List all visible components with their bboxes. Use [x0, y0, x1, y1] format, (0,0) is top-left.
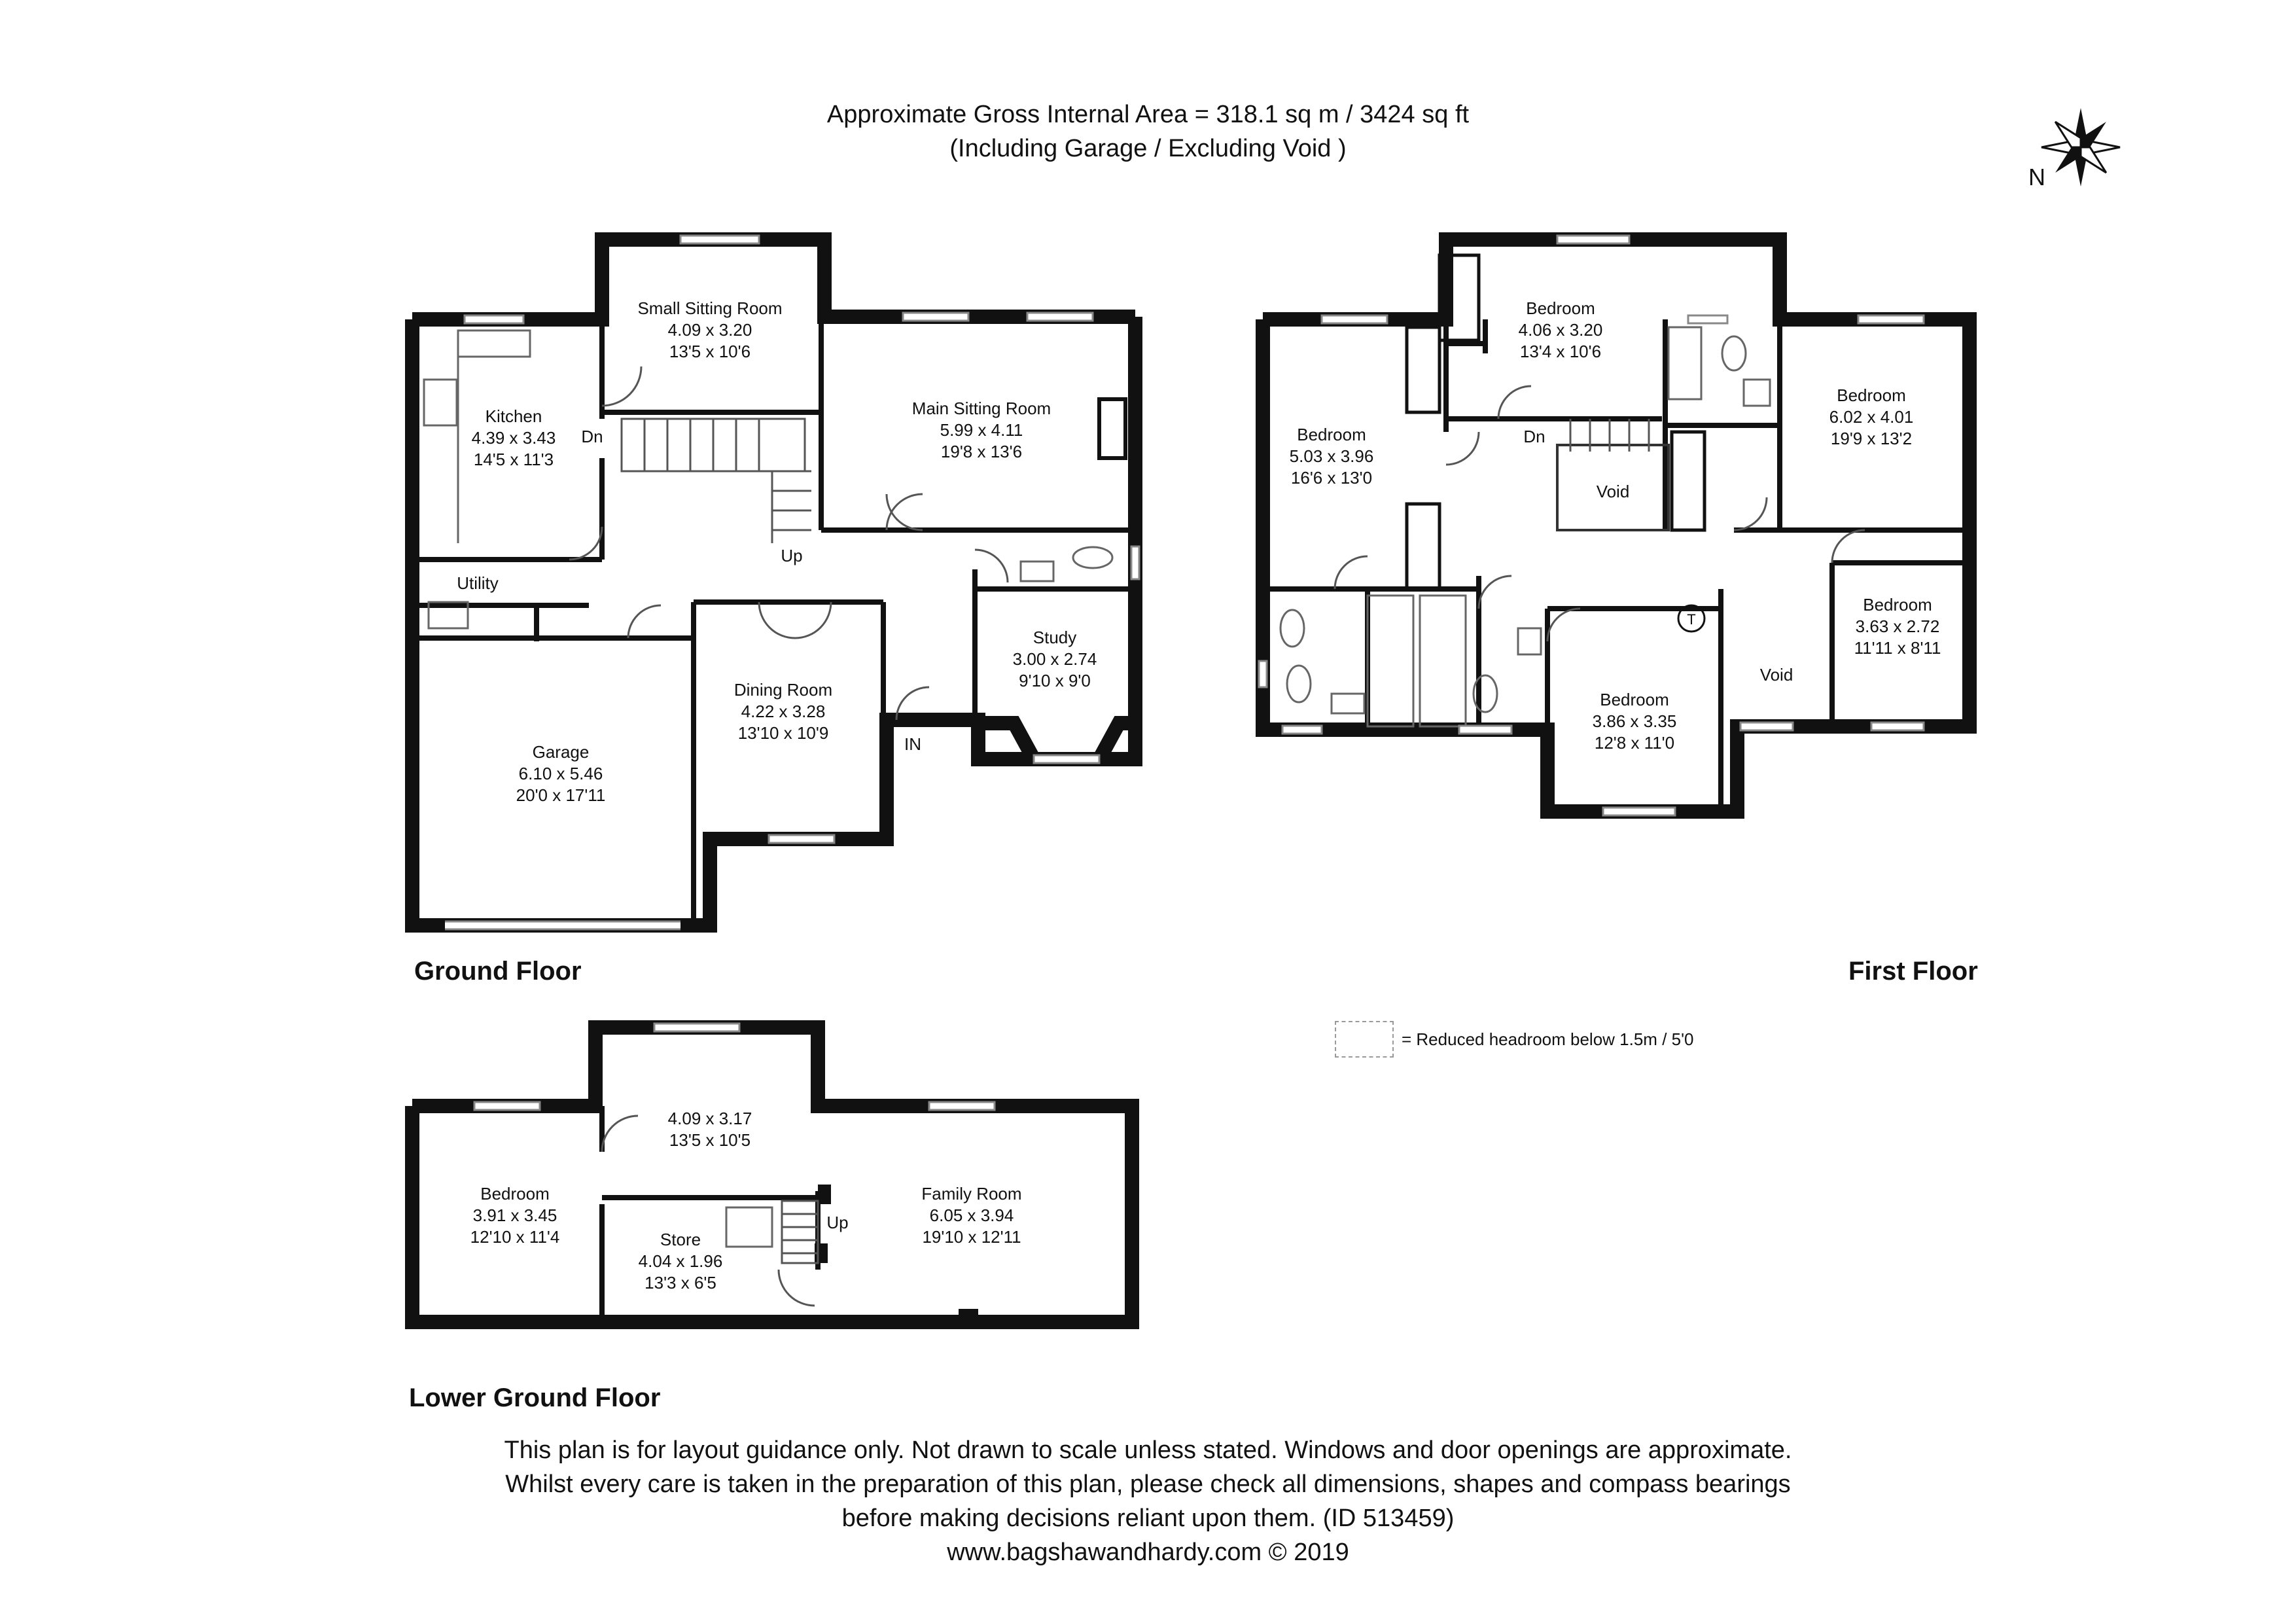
website-copyright: www.bagshawandhardy.com © 2019: [947, 1539, 1349, 1566]
disclaimer-line-2: Whilst every care is taken in the prepar…: [505, 1471, 1791, 1498]
room-name: Main Sitting Room: [912, 399, 1051, 418]
disclaimer: This plan is for layout guidance only. N…: [0, 1433, 2296, 1569]
room-name: Void: [1760, 665, 1793, 685]
stairs-up-marker: Up: [826, 1213, 848, 1232]
legend: = Reduced headroom below 1.5m / 5'0: [1335, 1021, 1694, 1058]
gross-area-title: Approximate Gross Internal Area = 318.1 …: [826, 101, 1470, 128]
room-metric: 6.02 x 4.01: [1829, 407, 1914, 427]
room-metric: 6.10 x 5.46: [519, 764, 603, 783]
room-metric: 5.99 x 4.11: [940, 420, 1023, 440]
room-imperial: 9'10 x 9'0: [1019, 671, 1091, 690]
room-metric: 3.86 x 3.35: [1593, 711, 1677, 731]
lower-ground-floor-label: Lower Ground Floor: [409, 1383, 661, 1412]
room-imperial: 19'8 x 13'6: [941, 442, 1022, 461]
room-imperial: 13'10 x 10'9: [738, 723, 829, 743]
room-name: Store: [660, 1230, 701, 1249]
stairs-down-marker: Dn: [1523, 427, 1545, 446]
room-name: Bedroom: [480, 1184, 550, 1204]
room-metric: 4.06 x 3.20: [1519, 320, 1603, 340]
room-metric: 4.09 x 3.17: [668, 1109, 752, 1128]
room-name: Bedroom: [1863, 595, 1932, 615]
first-floor-plan: [1256, 232, 1977, 819]
room-name: Bedroom: [1600, 690, 1669, 709]
room-imperial: 11'11 x 8'11: [1854, 638, 1941, 658]
room-name: Family Room: [921, 1184, 1021, 1204]
disclaimer-line-3: before making decisions reliant upon the…: [841, 1505, 1455, 1532]
room-name: Utility: [457, 573, 499, 593]
stairs-down-marker: Dn: [581, 427, 603, 446]
stairs-up-marker: Up: [781, 546, 802, 565]
room-metric: 4.09 x 3.20: [668, 320, 752, 340]
room-name: Kitchen: [486, 406, 542, 426]
gross-area-note: (Including Garage / Excluding Void ): [949, 135, 1347, 162]
legend-text: = Reduced headroom below 1.5m / 5'0: [1402, 1029, 1694, 1049]
room-name: Bedroom: [1297, 425, 1366, 444]
room-metric: 6.05 x 3.94: [930, 1205, 1014, 1225]
room-metric: 4.39 x 3.43: [472, 428, 556, 448]
disclaimer-line-1: This plan is for layout guidance only. N…: [504, 1436, 1792, 1464]
room-metric: 3.63 x 2.72: [1856, 616, 1940, 636]
reduced-headroom-swatch: [1335, 1021, 1394, 1058]
room-name: Bedroom: [1837, 385, 1906, 405]
ground-floor-plan: [405, 232, 1142, 933]
room-imperial: 13'4 x 10'6: [1520, 342, 1601, 361]
room-metric: 4.22 x 3.28: [741, 702, 826, 721]
compass-rose-icon: [2041, 108, 2121, 187]
room-name: Study: [1033, 628, 1077, 647]
first-floor-label: First Floor: [1848, 957, 1978, 986]
room-name: Garage: [533, 742, 590, 762]
room-imperial: 14'5 x 11'3: [474, 450, 554, 469]
stair-void-box: [1556, 444, 1670, 531]
room-imperial: 13'5 x 10'5: [669, 1130, 751, 1150]
room-imperial: 16'6 x 13'0: [1291, 468, 1372, 488]
room-imperial: 13'3 x 6'5: [645, 1273, 716, 1293]
room-imperial: 19'10 x 12'11: [922, 1227, 1021, 1247]
room-name: Bedroom: [1526, 298, 1595, 318]
reduced-headroom-store: [725, 1206, 773, 1248]
compass-north-label: N: [2028, 164, 2045, 190]
room-metric: 4.04 x 1.96: [639, 1251, 723, 1271]
room-name: Small Sitting Room: [637, 298, 782, 318]
room-imperial: 20'0 x 17'11: [516, 785, 606, 805]
room-imperial: 12'8 x 11'0: [1595, 733, 1674, 753]
room-metric: 5.03 x 3.96: [1290, 446, 1374, 466]
room-name: Dining Room: [734, 680, 832, 700]
room-name: Void: [1597, 482, 1630, 501]
room-metric: 3.00 x 2.74: [1013, 649, 1097, 669]
room-imperial: 12'10 x 11'4: [470, 1227, 560, 1247]
room-imperial: 19'9 x 13'2: [1831, 429, 1912, 448]
ground-floor-label: Ground Floor: [414, 957, 582, 986]
tank-icon: [1677, 604, 1706, 633]
tank-label: T: [1687, 611, 1695, 628]
entrance-marker: IN: [904, 734, 921, 754]
lower-ground-floor-plan: [405, 1020, 1139, 1329]
room-imperial: 13'5 x 10'6: [669, 342, 751, 361]
room-metric: 3.91 x 3.45: [473, 1205, 557, 1225]
